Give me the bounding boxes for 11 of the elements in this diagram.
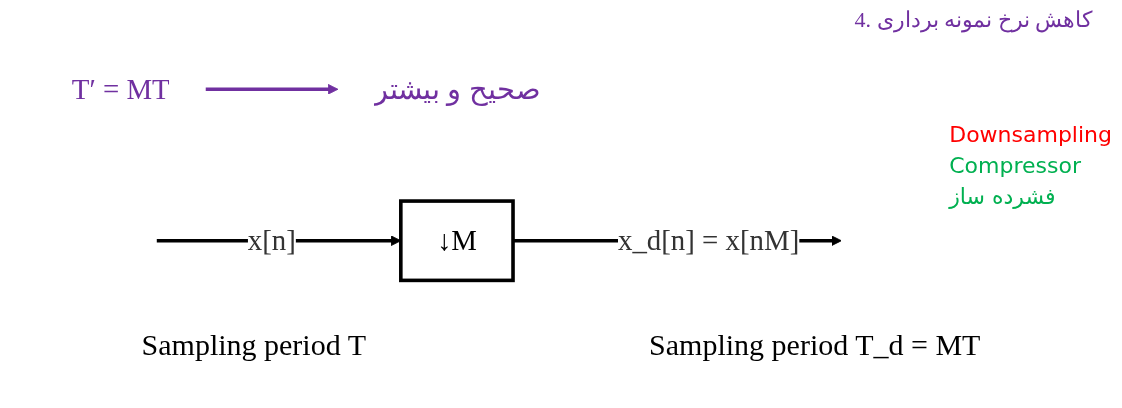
node-box: ↓M bbox=[399, 199, 515, 283]
annotation-text: Downsampling bbox=[949, 121, 1112, 147]
edge-label: x_d[n] = x[nM] bbox=[617, 225, 800, 257]
edge-label: x[n] bbox=[247, 225, 296, 257]
annotation-text: Compressor bbox=[949, 152, 1082, 178]
arrow bbox=[205, 84, 339, 95]
caption-text: Sampling period T bbox=[141, 328, 366, 362]
caption-text: Sampling period T_d = MT bbox=[649, 328, 981, 362]
node-text: T′ = MT bbox=[71, 73, 170, 105]
annotation-text: فشرده ساز bbox=[949, 183, 1057, 209]
note-text: 4. کاهش نرخ نمونه برداری bbox=[854, 7, 1092, 33]
